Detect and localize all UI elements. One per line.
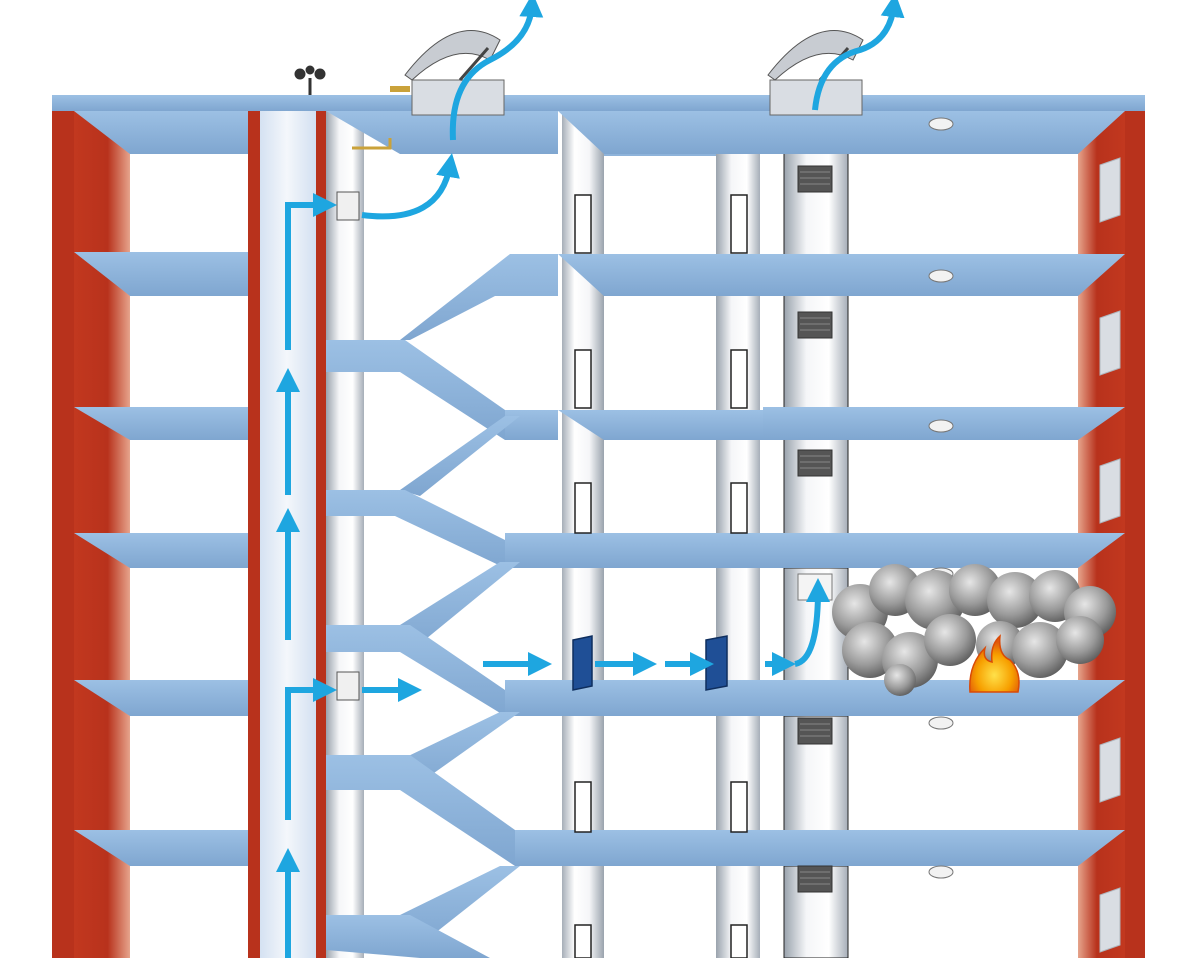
damper-grille-icon	[797, 311, 833, 339]
damper-grille-icon	[797, 865, 833, 893]
pressurisation-airflow-arrow	[285, 678, 337, 820]
door-icon	[574, 924, 592, 958]
damper-grille-icon	[336, 671, 360, 701]
roof-slab	[52, 95, 1145, 111]
smoke-detector-icon	[928, 419, 954, 433]
fire-icon	[969, 634, 1020, 693]
stair-column	[326, 111, 364, 958]
stair-exhaust-arrow	[361, 153, 460, 220]
damper-grille-icon	[797, 449, 833, 477]
damper-grille-icon	[797, 717, 833, 745]
door-icon	[574, 781, 592, 833]
smoke-detector-icon	[928, 117, 954, 131]
open-door-icon	[705, 635, 728, 691]
door-icon	[730, 194, 748, 254]
door-icon	[730, 781, 748, 833]
right-wall-windows	[1099, 157, 1121, 953]
exhaust-intake-arrow	[794, 578, 830, 667]
lobby-ceiling-voids	[604, 154, 716, 156]
roof-exhaust-arrow	[812, 0, 905, 111]
stair-flights	[326, 111, 558, 958]
floor-slabs-right	[763, 111, 1125, 866]
roof-vent-icon	[390, 30, 505, 116]
door-icon	[574, 194, 592, 254]
airflow-arrows	[276, 0, 905, 958]
damper-grille-icon	[797, 165, 833, 193]
smoke-detectors	[928, 117, 954, 879]
door-icon	[730, 482, 748, 534]
exhaust-grille-icons	[797, 165, 833, 893]
door-icon	[730, 349, 748, 409]
anemometer-icon	[294, 65, 326, 95]
smoke-detector-icon	[928, 716, 954, 730]
pressurisation-airflow-arrow	[285, 193, 337, 350]
floor-slabs-left	[74, 111, 248, 866]
supply-grille-icons	[336, 191, 360, 701]
open-doors	[572, 635, 728, 691]
damper-grille-icon	[336, 191, 360, 221]
doors	[574, 194, 748, 958]
smoke-detector-icon	[928, 269, 954, 283]
smoke-cloud-icon	[832, 564, 1116, 696]
door-icon	[574, 349, 592, 409]
smoke-detector-icon	[928, 865, 954, 879]
open-door-icon	[572, 635, 593, 691]
door-icon	[730, 924, 748, 958]
door-icon	[574, 482, 592, 534]
roof-exhaust-arrow	[449, 0, 544, 141]
roof-bracket-icon	[352, 138, 392, 150]
